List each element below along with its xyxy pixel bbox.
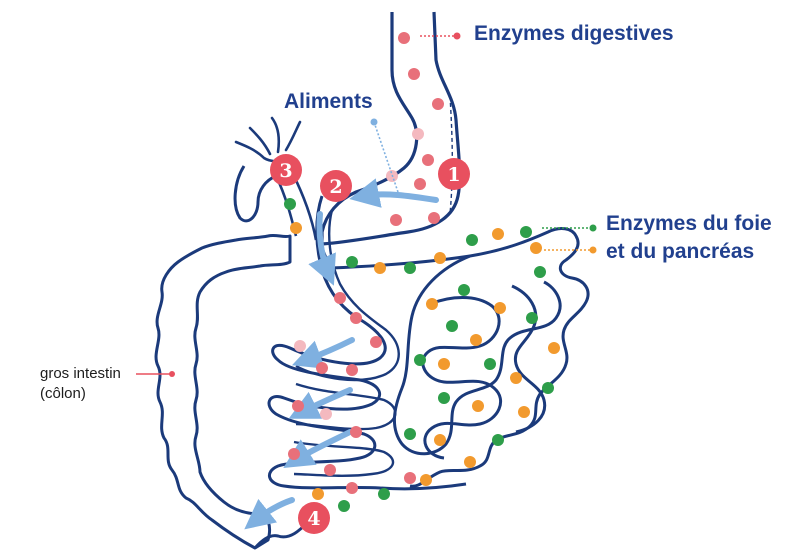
step-badge-1: 1 [438, 158, 470, 190]
label-enzymes-digestives: Enzymes digestives [474, 22, 674, 46]
svg-text:1: 1 [447, 164, 460, 186]
label-enzymes-foie-line1: Enzymes du foie [606, 212, 772, 236]
svg-text:4: 4 [307, 508, 320, 530]
leader-dot-liver [590, 225, 597, 232]
leader-dot-enzymes-digestives [454, 33, 461, 40]
step-badge-4: 4 [298, 502, 330, 534]
step-badge-3: 3 [270, 154, 302, 186]
colon-outline [156, 235, 290, 548]
label-gros-intestin-line1: gros intestin [40, 364, 121, 383]
leader-line-aliments [374, 122, 398, 192]
leader-dot-pancreas [590, 247, 597, 254]
flow-arrow-exit [256, 500, 292, 520]
label-aliments: Aliments [284, 90, 373, 114]
esophagus-stomach-outline [322, 12, 460, 244]
stomach-inner-wall [450, 96, 452, 214]
flow-arrow-stomach [364, 194, 436, 200]
leader-dot-aliments [371, 119, 378, 126]
flow-arrow-loop-1 [306, 340, 352, 360]
svg-text:2: 2 [329, 176, 342, 198]
label-enzymes-foie-line2: et du pancréas [606, 240, 754, 264]
svg-text:3: 3 [279, 160, 292, 182]
step-badge-2: 2 [320, 170, 352, 202]
label-gros-intestin-line2: (côlon) [40, 384, 86, 403]
leader-dot-gros-intestin [169, 371, 175, 377]
